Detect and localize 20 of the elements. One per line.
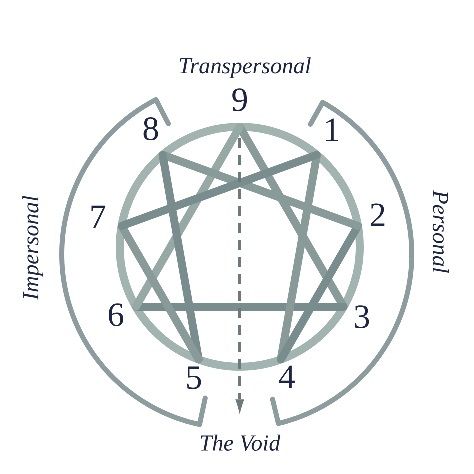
point-number: 1 xyxy=(326,118,338,142)
connecting-line xyxy=(159,151,362,230)
label-text: The Void xyxy=(200,434,281,452)
point-number: 9 xyxy=(232,88,248,112)
point-number: 6 xyxy=(108,304,124,326)
point-number: 7 xyxy=(92,206,106,228)
connecting-line xyxy=(118,151,321,230)
side-label: Impersonal xyxy=(22,196,44,300)
connecting-line xyxy=(277,151,322,364)
connecting-line xyxy=(132,303,348,311)
point-number: 3 xyxy=(355,306,370,328)
side-label: Personal xyxy=(432,190,450,274)
point-number: 4 xyxy=(279,366,295,388)
dashed-arrow xyxy=(236,138,244,415)
connecting-line xyxy=(132,123,244,311)
side-label: Transpersonal xyxy=(180,58,311,78)
point-number: 5 xyxy=(187,366,202,390)
point-number: 2 xyxy=(371,204,385,226)
point-number: 8 xyxy=(144,118,158,140)
connecting-line xyxy=(158,151,203,364)
